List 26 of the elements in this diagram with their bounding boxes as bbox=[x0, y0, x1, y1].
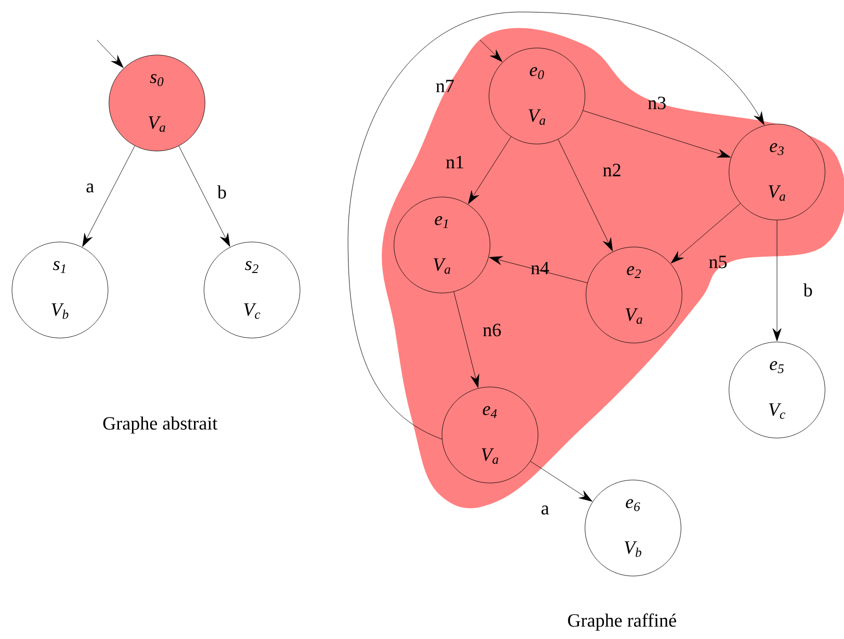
arrow bbox=[96, 40, 124, 68]
edge-label: n6 bbox=[483, 324, 501, 336]
edge-label: a bbox=[86, 184, 94, 192]
arrow bbox=[82, 146, 136, 247]
arrow bbox=[582, 110, 731, 158]
edge-label: n2 bbox=[603, 164, 620, 176]
edge-label: a bbox=[542, 506, 549, 514]
edge-label: n7 bbox=[436, 80, 454, 92]
arrow bbox=[468, 136, 512, 204]
edge-label: n4 bbox=[531, 262, 550, 274]
arrow bbox=[670, 203, 741, 264]
edge-label: n3 bbox=[648, 96, 666, 110]
arrow bbox=[454, 292, 480, 388]
graph-caption: Graphe raffiné bbox=[568, 613, 676, 631]
arrow bbox=[489, 256, 588, 284]
arrow bbox=[558, 139, 613, 252]
arrow bbox=[348, 12, 764, 440]
edge-label: n1 bbox=[446, 156, 464, 168]
arrow bbox=[530, 461, 592, 502]
arrow bbox=[178, 146, 230, 247]
edge-label: b bbox=[803, 283, 812, 297]
graph-caption: Graphe abstrait bbox=[103, 416, 218, 434]
arrow bbox=[480, 40, 502, 62]
edge-label: n5 bbox=[709, 256, 727, 268]
arrow bbox=[772, 220, 782, 342]
edge-label: b bbox=[217, 185, 226, 199]
